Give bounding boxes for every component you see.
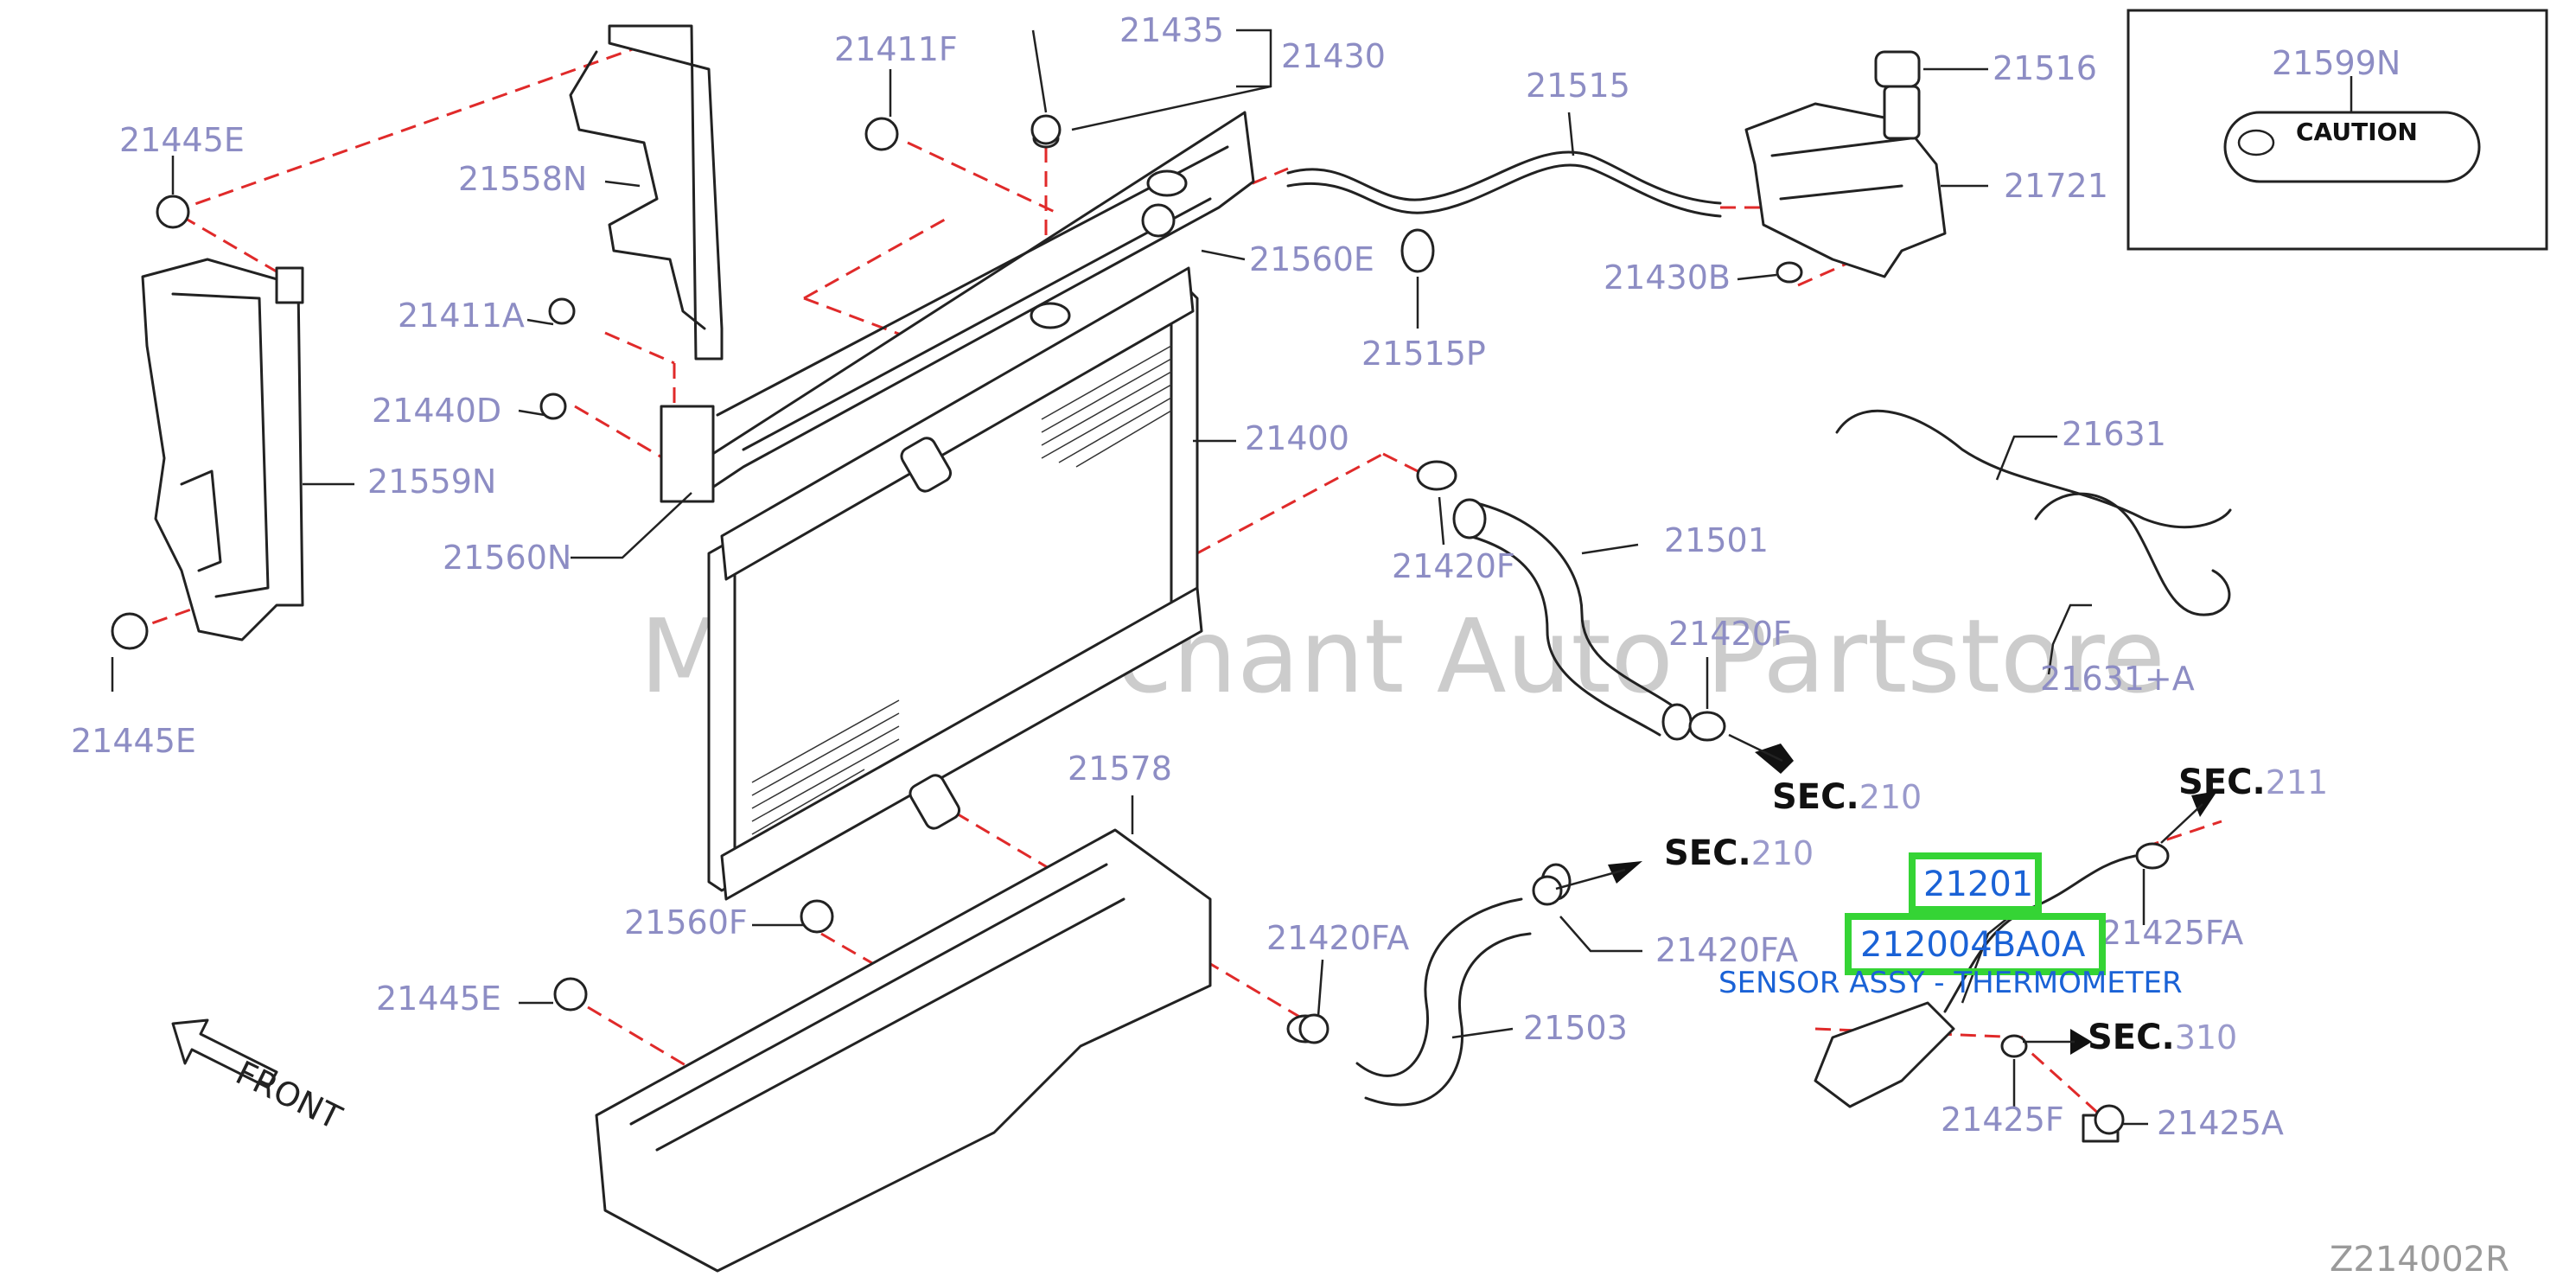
radiator-shroud-left xyxy=(141,258,304,642)
label-21425a: 21425A xyxy=(2157,1104,2284,1142)
label-21560f: 21560F xyxy=(624,903,748,942)
highlight-part-number[interactable]: 21201 xyxy=(1923,865,2033,904)
fasteners xyxy=(111,114,2125,1135)
radiator-core-hatch xyxy=(751,345,1172,848)
label-21425f: 21425F xyxy=(1941,1101,2064,1139)
label-21430b: 21430B xyxy=(1604,259,1731,297)
bracket-21558n xyxy=(569,24,724,361)
hose-21501 xyxy=(1416,460,1726,742)
label-21420fa-a: 21420FA xyxy=(1266,919,1409,957)
label-21599n: 21599N xyxy=(2272,44,2401,82)
label-21721: 21721 xyxy=(2004,167,2108,205)
leader-lines xyxy=(111,29,2148,1126)
air-guide-upper xyxy=(660,111,1255,503)
highlight-item-number[interactable]: 212004BA0A xyxy=(1860,925,2086,965)
air-guide-lower xyxy=(595,828,1212,1273)
section-references: SEC.210 SEC.210 SEC.211 SEC.310 xyxy=(1664,763,2328,1057)
heater-hose xyxy=(1835,409,2232,616)
sec-210-b: SEC.210 xyxy=(1664,833,1814,873)
label-21631: 21631 xyxy=(2062,415,2166,453)
front-indicator: FRONT xyxy=(171,1018,348,1138)
highlight-description[interactable]: SENSOR ASSY - THERMOMETER xyxy=(1718,966,2183,1000)
caution-text: CAUTION xyxy=(2296,118,2418,146)
hose-21503 xyxy=(1286,863,1572,1107)
diagram-reference: Z214002R xyxy=(2330,1240,2509,1280)
label-21503: 21503 xyxy=(1523,1009,1628,1047)
highlighted-part[interactable]: 21201 212004BA0A SENSOR ASSY - THERMOMET… xyxy=(1718,852,2183,1000)
sec-210-a: SEC.210 xyxy=(1772,777,1922,817)
overflow-tube xyxy=(1286,150,1722,273)
label-21445e-top: 21445E xyxy=(119,121,245,159)
label-21411f: 21411F xyxy=(834,30,958,68)
caution-label-box: CAUTION xyxy=(2126,9,2548,251)
part-labels: 21445E 21445E 21445E 21558N 21559N 21411… xyxy=(71,11,2401,1142)
label-21411a: 21411A xyxy=(398,297,525,335)
label-21515: 21515 xyxy=(1526,67,1630,105)
label-21515p: 21515P xyxy=(1361,335,1486,373)
label-21516: 21516 xyxy=(1993,49,2097,87)
label-21501: 21501 xyxy=(1664,521,1769,559)
label-21559n: 21559N xyxy=(367,463,496,501)
sec-310: SEC.310 xyxy=(2088,1018,2237,1057)
label-21420fa-b: 21420FA xyxy=(1655,931,1798,969)
label-21430: 21430 xyxy=(1281,37,1386,75)
highlight-box-21201[interactable] xyxy=(1909,852,2042,913)
label-21400: 21400 xyxy=(1245,419,1349,457)
label-21445e-bottom: 21445E xyxy=(376,980,501,1018)
label-21560n: 21560N xyxy=(443,539,571,577)
label-21558n: 21558N xyxy=(458,160,587,198)
radiator xyxy=(707,128,1203,901)
highlight-box-item-number[interactable] xyxy=(1845,913,2106,975)
label-21631a: 21631+A xyxy=(2040,660,2195,698)
label-21440d: 21440D xyxy=(372,392,501,430)
label-21420f-b: 21420F xyxy=(1668,615,1792,653)
label-21560e: 21560E xyxy=(1249,240,1374,278)
label-21420f-a: 21420F xyxy=(1392,547,1515,585)
label-21435: 21435 xyxy=(1119,11,1224,49)
label-21445e-left: 21445E xyxy=(71,722,196,760)
reservoir-tank xyxy=(1744,50,1947,284)
label-21578: 21578 xyxy=(1068,750,1172,788)
section-arrows xyxy=(1555,733,2217,1055)
sec-211: SEC.211 xyxy=(2178,763,2328,802)
label-21425fa: 21425FA xyxy=(2101,914,2243,952)
front-label: FRONT xyxy=(230,1054,348,1138)
